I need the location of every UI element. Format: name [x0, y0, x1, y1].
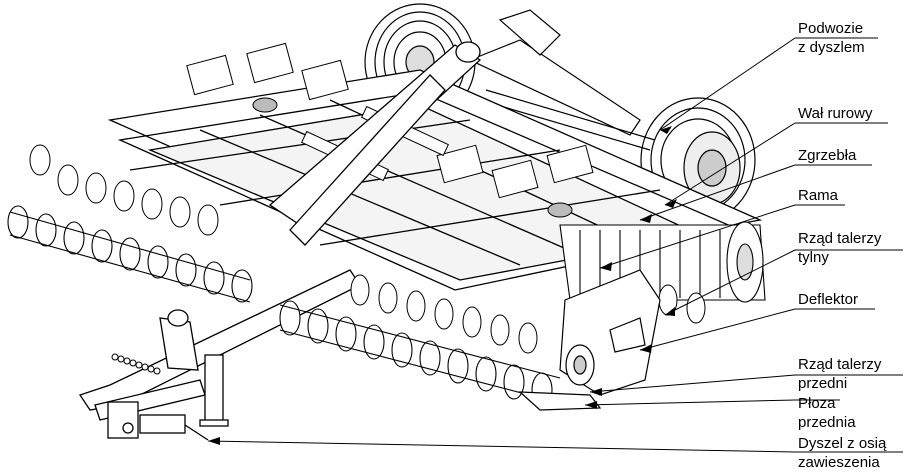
- front-skid: [518, 391, 602, 411]
- label-rzad-tylny-line2: tylny: [798, 249, 829, 266]
- label-podwozie: Podwozie z dyszlem: [798, 19, 865, 57]
- label-podwozie-line1: Podwozie: [798, 20, 864, 37]
- label-ploza-przednia: Płoza przednia: [798, 394, 856, 432]
- disc-row-rear-left: [29, 144, 219, 236]
- drawbar: [78, 269, 361, 441]
- label-dyszel: Dyszel z osią zawieszenia: [798, 434, 886, 472]
- label-rama: Rama: [798, 186, 838, 205]
- arrowheads: [208, 126, 677, 445]
- disc-row-front-right: [279, 300, 561, 408]
- label-zgrzebla: Zgrzebła: [798, 146, 856, 165]
- label-rzad-przedni-line1: Rząd talerzy: [798, 356, 882, 373]
- label-deflektor: Deflektor: [798, 290, 858, 309]
- chassis-beam: [468, 9, 656, 151]
- label-rzad-talerzy-przedni: Rząd talerzy przedni: [798, 355, 881, 393]
- label-rzad-tylny-line1: Rząd talerzy: [798, 230, 882, 247]
- label-ploza-line1: Płoza: [798, 395, 836, 412]
- label-wal-rurowy-line1: Wał rurowy: [798, 105, 873, 122]
- label-dyszel-line1: Dyszel z osią: [798, 435, 887, 452]
- label-ploza-line2: przednia: [798, 414, 856, 431]
- label-rama-line1: Rama: [798, 187, 839, 204]
- label-wal-rurowy: Wał rurowy: [798, 104, 872, 123]
- label-deflektor-line1: Deflektor: [798, 291, 859, 308]
- side-deflector: [559, 269, 661, 396]
- label-rzad-przedni-line2: przedni: [798, 375, 848, 392]
- label-podwozie-line2: z dyszlem: [798, 39, 865, 56]
- disc-row-rear-right: [350, 274, 706, 354]
- label-zgrzebla-line1: Zgrzebła: [798, 147, 857, 164]
- label-rzad-talerzy-tylny: Rząd talerzy tylny: [798, 229, 881, 267]
- upper-link: [268, 41, 482, 246]
- leader-lines: [207, 37, 903, 453]
- label-dyszel-line2: zawieszenia: [798, 454, 880, 471]
- disc-row-front-left: [7, 205, 253, 303]
